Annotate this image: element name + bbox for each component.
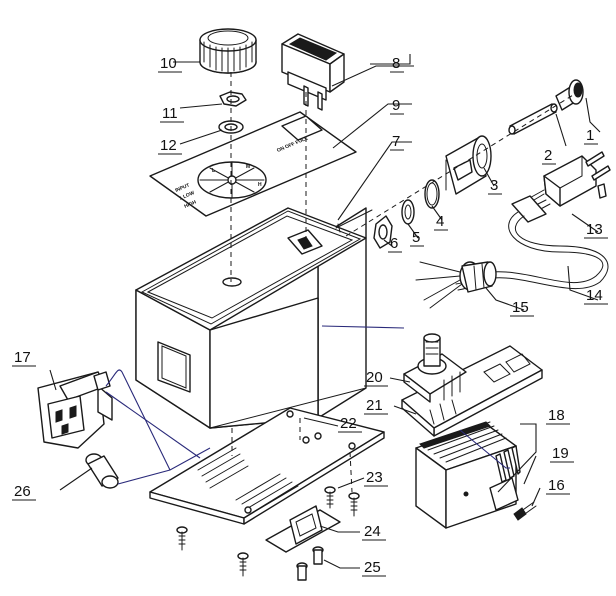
nut-ring-5 [401, 199, 415, 225]
rocker-switch [281, 33, 345, 111]
callout-2: 2 [544, 147, 552, 164]
strain-relief-grommet [415, 261, 497, 309]
dial-text-1: INPUT [174, 182, 190, 193]
callout-3: 3 [490, 177, 498, 194]
callout-24: 24 [364, 523, 381, 540]
callout-26: 26 [14, 483, 31, 500]
screw-25b [312, 546, 324, 565]
callout-underlines [12, 71, 608, 577]
screw-left-b [237, 552, 249, 577]
callout-8: 8 [392, 55, 400, 72]
screw-25a [296, 562, 308, 581]
callout-15: 15 [512, 299, 529, 316]
power-plug [511, 151, 611, 223]
callout-21: 21 [366, 397, 383, 414]
hex-nut-6 [373, 215, 393, 249]
callout-7: 7 [392, 133, 400, 150]
callout-22: 22 [340, 415, 357, 432]
dial-text-2: 1 LOW [178, 190, 195, 202]
callout-13: 13 [586, 221, 603, 238]
callout-1: 1 [586, 127, 594, 144]
screw-16 [513, 501, 537, 521]
outlet-socket [37, 371, 113, 449]
main-housing [135, 207, 367, 429]
indicator-lamp [85, 453, 119, 489]
callout-20: 20 [366, 369, 383, 386]
screw-left-a [176, 526, 188, 551]
callout-4: 4 [436, 213, 444, 230]
callout-12: 12 [160, 137, 177, 154]
potentiometer [403, 333, 467, 403]
callout-16: 16 [548, 477, 565, 494]
callout-9: 9 [392, 97, 400, 114]
callout-19: 19 [552, 445, 569, 462]
screw-23b [348, 492, 360, 517]
callout-18: 18 [548, 407, 565, 424]
internal-wiring [105, 325, 510, 485]
hex-nut-11 [219, 91, 247, 107]
screw-7 [335, 209, 373, 233]
fuse-holder-3 [445, 135, 492, 195]
screw-23a [324, 486, 336, 509]
callout-14: 14 [586, 287, 603, 304]
callout-17: 17 [14, 349, 31, 366]
callout-11: 11 [162, 105, 178, 122]
callouts: 10 11 12 8 9 7 1 2 3 4 5 6 13 14 15 20 2… [14, 55, 603, 576]
screws [176, 486, 360, 581]
o-ring-4 [424, 179, 440, 209]
dial-letter-m: M [246, 164, 250, 170]
callout-5: 5 [412, 229, 420, 246]
fuse-2 [508, 103, 558, 135]
dial-letter-h: H [258, 182, 262, 188]
callout-25: 25 [364, 559, 381, 576]
callout-10: 10 [160, 55, 177, 72]
front-panel-label: ON OFF FULL L M H INPUT 1 LOW HIGH [149, 111, 357, 217]
callout-6: 6 [390, 235, 398, 252]
bracket-clip [265, 505, 341, 553]
dial-letter-l: L [212, 168, 215, 174]
callout-23: 23 [366, 469, 383, 486]
leader-lines [49, 54, 601, 569]
control-knob [199, 28, 257, 74]
triac [489, 445, 521, 511]
dial-text-3: HIGH [183, 199, 197, 210]
circuit-board [401, 345, 543, 437]
fuse-cap-1 [555, 79, 584, 111]
bottom-plate [149, 407, 385, 525]
